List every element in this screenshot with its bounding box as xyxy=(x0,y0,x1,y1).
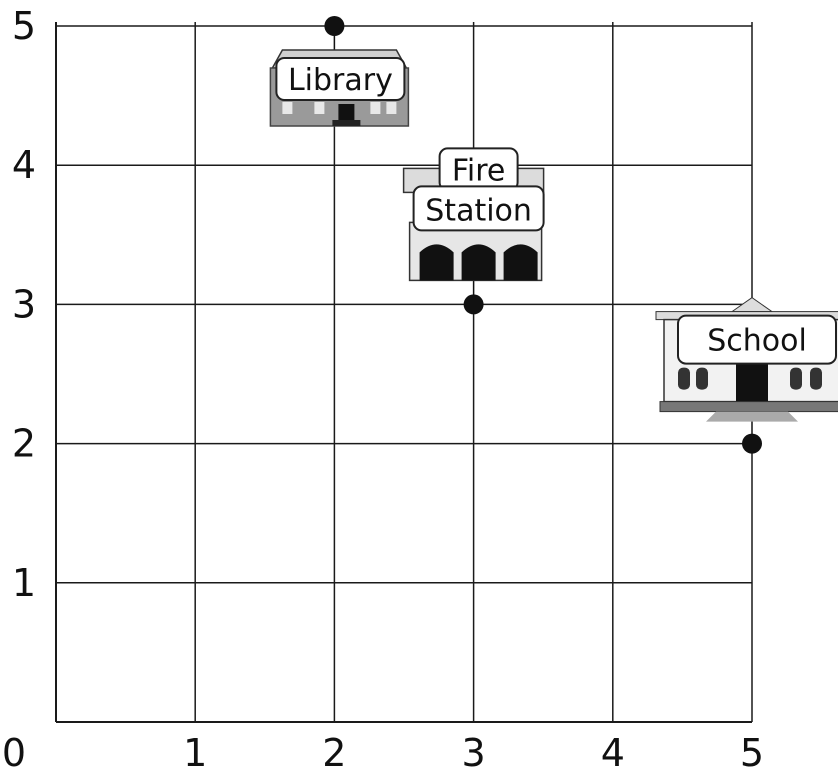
library-label: Library xyxy=(288,63,393,98)
x-tick-label: 1 xyxy=(183,731,207,775)
fire-station-label-line-1: Fire xyxy=(452,153,506,188)
data-point-marker xyxy=(324,16,345,36)
y-tick-label: 4 xyxy=(12,143,36,187)
y-tick-label: 1 xyxy=(12,561,36,605)
library-building-icon: Library xyxy=(269,26,410,127)
y-tick-label: 5 xyxy=(12,4,36,48)
x-tick-label: 4 xyxy=(601,731,625,775)
data-points xyxy=(324,16,762,454)
school-label: School xyxy=(707,324,807,359)
data-point-marker xyxy=(742,433,762,454)
x-tick-label: 0 xyxy=(2,731,26,775)
school-building-icon: School xyxy=(655,296,838,444)
fire-station-label-line-2: Station xyxy=(425,193,532,228)
x-tick-label: 5 xyxy=(740,731,764,775)
x-tick-label: 3 xyxy=(462,731,486,775)
axis-tick-labels: 0 1 2 3 4 5 1 2 3 4 5 xyxy=(2,4,764,775)
x-tick-label: 2 xyxy=(322,731,346,775)
y-tick-label: 3 xyxy=(12,282,36,326)
grid-lines xyxy=(55,22,753,723)
y-tick-label: 2 xyxy=(12,422,36,466)
data-point-marker xyxy=(463,294,484,315)
